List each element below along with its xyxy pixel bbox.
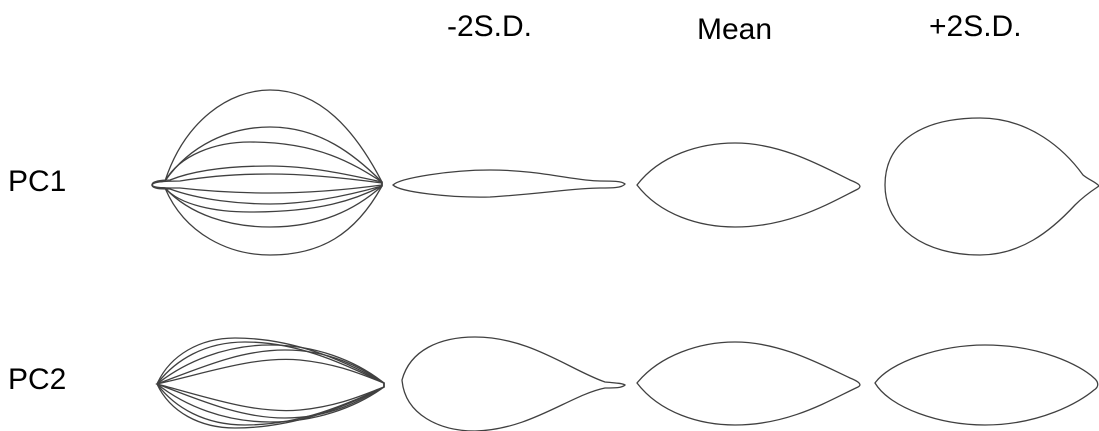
- pc2-overlay-outline-2: [156, 337, 385, 429]
- pc1-minus-2sd-shape: [392, 169, 626, 198]
- pc1-overlay-outline-4: [151, 173, 383, 194]
- pc1-overlay-outline-1: [151, 89, 383, 256]
- pc2-overlay: [155, 337, 385, 429]
- pc2-mean-shape: [636, 341, 861, 426]
- header-mean: Mean: [697, 13, 773, 46]
- header-minus-2sd: -2S.D.: [447, 10, 533, 43]
- pc2-overlay-outline-5: [156, 358, 385, 412]
- pc1-overlay-outline-5: [151, 141, 383, 213]
- pc2-plus-2sd-shape: [874, 344, 1099, 426]
- row-label-pc1: PC1: [8, 165, 67, 198]
- row-label-pc2: PC2: [8, 363, 67, 396]
- header-plus-2sd: +2S.D.: [929, 10, 1022, 43]
- pc1-overlay-outline-3: [151, 165, 383, 205]
- pc1-plus-2sd-shape: [884, 117, 1099, 256]
- pc1-mean-shape: [636, 142, 861, 228]
- pc1-overlay: [151, 89, 383, 256]
- pc2-overlay-outline-1: [156, 341, 385, 426]
- pc2-minus-2sd-shape: [401, 336, 627, 431]
